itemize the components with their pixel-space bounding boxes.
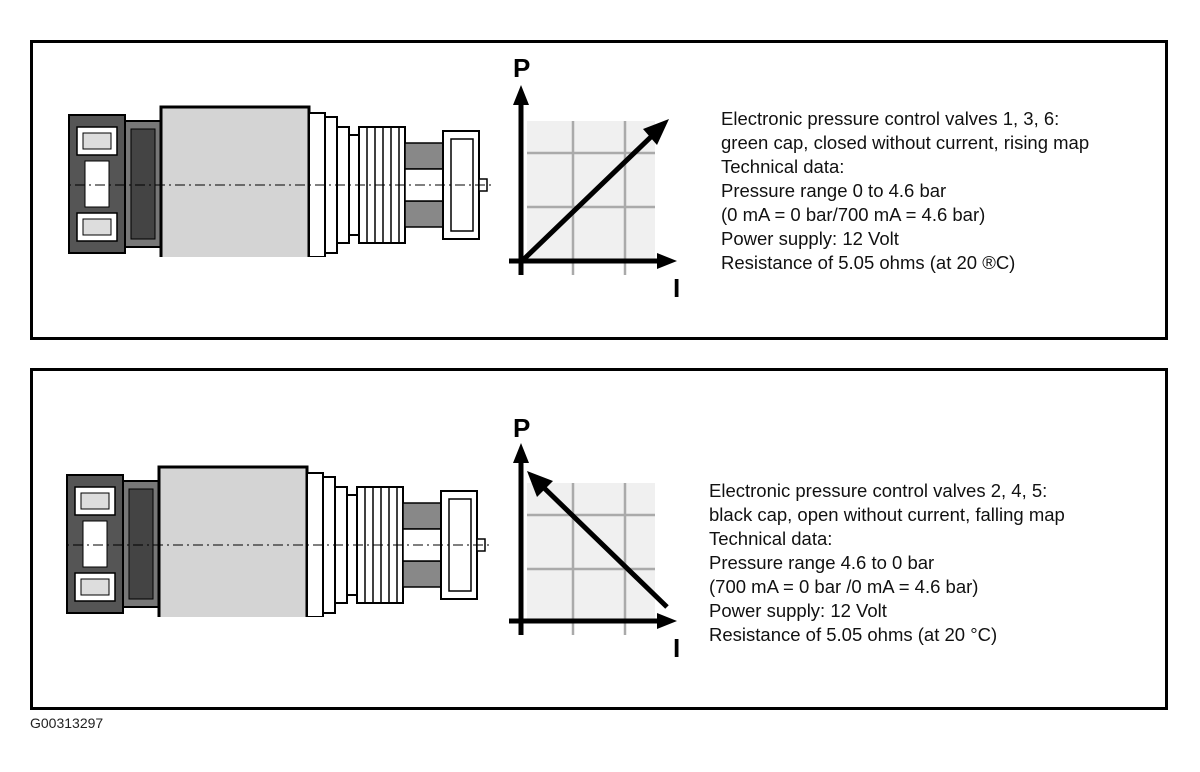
pressure-current-graph: P I	[509, 55, 680, 303]
y-axis-arrowhead	[513, 443, 529, 463]
x-axis-label: I	[673, 273, 680, 303]
pressure-control-valve-drawing	[67, 105, 495, 257]
valve-body	[157, 465, 309, 617]
filter-screen	[404, 200, 444, 228]
valve-cap-line: green cap, closed without current, risin…	[721, 132, 1090, 153]
graph-background	[527, 483, 655, 621]
filter-screen	[402, 560, 442, 588]
pressure-control-valve-drawing	[65, 465, 493, 617]
valve-description: Electronic pressure control valves 2, 4,…	[709, 479, 1065, 647]
valve-body	[159, 105, 311, 257]
resistance: Resistance of 5.05 ohms (at 20 ®C)	[721, 252, 1016, 273]
power-supply: Power supply: 12 Volt	[721, 228, 899, 249]
y-axis-arrowhead	[513, 85, 529, 105]
power-supply: Power supply: 12 Volt	[709, 600, 887, 621]
resistance: Resistance of 5.05 ohms (at 20 °C)	[709, 624, 998, 645]
x-axis-label: I	[673, 633, 680, 661]
map-arrowhead	[527, 471, 553, 497]
filter-screen	[404, 142, 444, 170]
y-axis-label: P	[513, 55, 530, 83]
map-arrowhead	[643, 119, 669, 145]
pressure-current-graph: P I	[509, 413, 680, 661]
figure-id: G00313297	[30, 715, 104, 731]
map-line	[521, 131, 657, 262]
pressure-range: Pressure range 4.6 to 0 bar	[709, 552, 935, 573]
valve-title-line: Electronic pressure control valves 1, 3,…	[721, 108, 1060, 129]
pressure-range: Pressure range 0 to 4.6 bar	[721, 180, 947, 201]
y-axis-label: P	[513, 413, 530, 443]
valve-description: Electronic pressure control valves 1, 3,…	[721, 107, 1089, 275]
valve-title-line: Electronic pressure control valves 2, 4,…	[709, 480, 1048, 501]
map-line	[537, 481, 669, 609]
current-pressure-mapping: (700 mA = 0 bar /0 mA = 4.6 bar)	[709, 576, 979, 597]
current-pressure-mapping: (0 mA = 0 bar/700 mA = 4.6 bar)	[721, 204, 986, 225]
valve-panel-1: P I Electronic pressure control valves 1…	[30, 40, 1168, 340]
valve-cap-line: black cap, open without current, falling…	[709, 504, 1065, 525]
x-axis-arrowhead	[657, 613, 677, 629]
filter-screen	[402, 502, 442, 530]
technical-data-heading: Technical data:	[709, 528, 833, 549]
valve-panel-2: P I Electronic pressure control valves 2…	[30, 368, 1168, 710]
technical-data-heading: Technical data:	[721, 156, 845, 177]
x-axis-arrowhead	[657, 253, 677, 269]
